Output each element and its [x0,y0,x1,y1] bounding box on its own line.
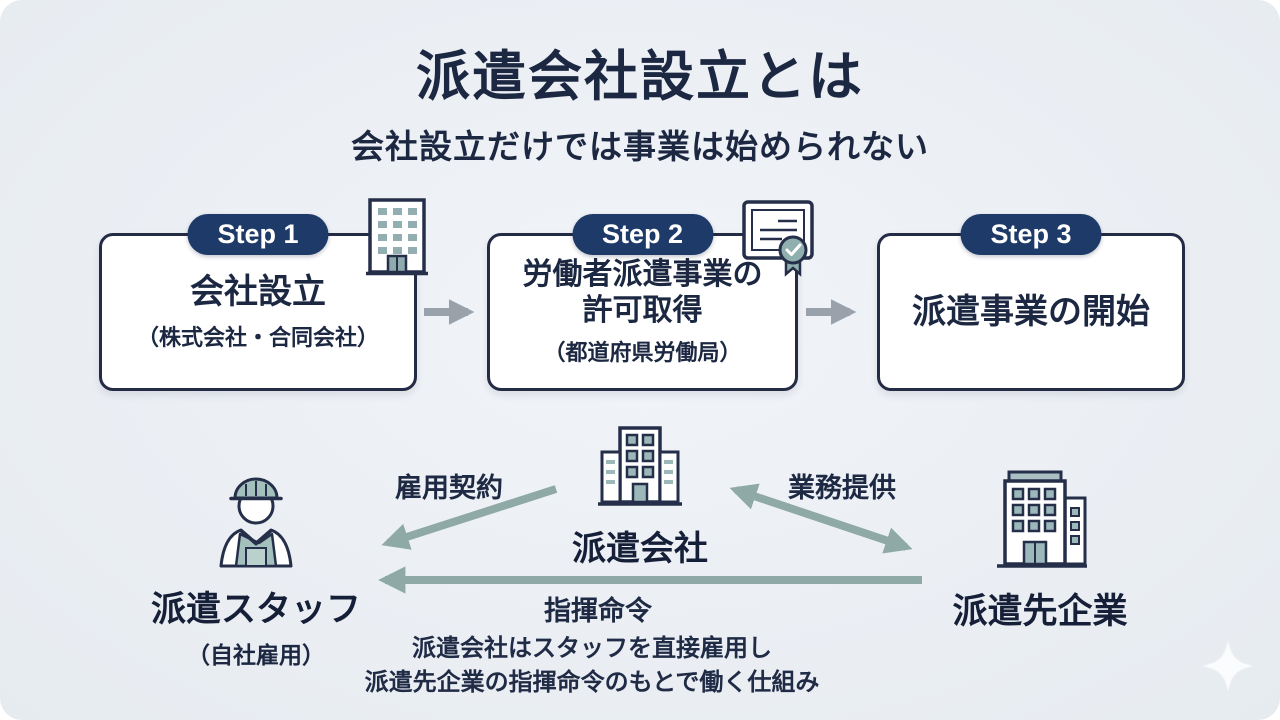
step1-box: Step 1 会社設立 （株式会社・合同会社） [99,198,428,391]
step1-title: 会社設立 [190,273,326,312]
command-edge-label: 指揮命令 [544,596,652,626]
step3-badge: Step 3 [960,214,1102,255]
step2-note: （都道府県労働局） [543,339,742,365]
step2-badge: Step 2 [571,214,714,255]
client-node: 派遣先企業 [928,468,1152,634]
client-building-icon [991,468,1089,575]
diagram-note: 派遣会社はスタッフを直接雇用し 派遣先企業の指揮命令のもとで働く仕組み [364,635,820,696]
agency-node: 派遣会社 [538,424,742,570]
staff-note: （自社雇用） [187,642,325,668]
step2-box: Step 2 労働者派遣事業の 許可取得 （都道府県労働局） [487,200,814,391]
service-edge-label: 業務提供 [788,473,896,503]
client-label: 派遣先企業 [952,592,1128,631]
agency-building-icon [596,424,684,513]
employment-edge-label: 雇用契約 [395,473,503,503]
office-building-icon [366,197,428,282]
step2-title: 労働者派遣事業の 許可取得 [522,258,763,327]
step1-note: （株式会社・合同会社） [136,324,379,350]
page-title: 派遣会社設立とは [416,47,864,107]
step1-badge: Step 1 [187,214,329,255]
agency-label: 派遣会社 [572,530,708,568]
step3-title: 派遣事業の開始 [912,292,1150,331]
license-certificate-icon [740,198,816,283]
worker-icon [213,464,299,573]
page-subtitle: 会社設立だけでは事業は始められない [351,128,929,165]
staff-node: 派遣スタッフ （自社雇用） [146,464,366,670]
staff-label: 派遣スタッフ [150,590,361,629]
sparkle-icon [1202,640,1254,697]
step3-box: Step 3 派遣事業の開始 [877,214,1185,391]
